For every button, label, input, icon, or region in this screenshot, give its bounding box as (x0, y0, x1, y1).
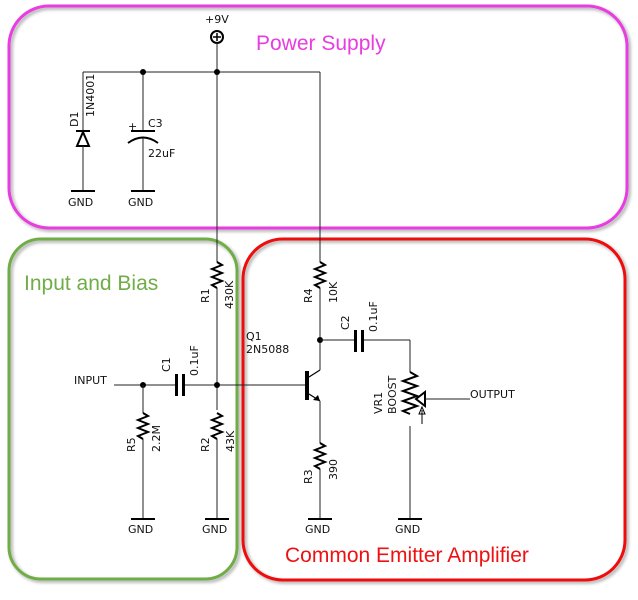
supply-label: +9V (205, 13, 229, 26)
resistor-r4-icon (312, 261, 328, 289)
power-supply-title: Power Supply (256, 32, 386, 55)
input-bias-title: Input and Bias (24, 272, 158, 295)
input-bias-box (7, 237, 239, 581)
q1-ref: Q1 (246, 330, 262, 343)
r2-ref: R2 (199, 437, 212, 452)
r4-value: 10K (327, 281, 340, 303)
capacitor-c2-plate (361, 330, 364, 352)
vr1-ref: VR1 (372, 392, 385, 414)
amplifier-title: Common Emitter Amplifier (285, 544, 529, 567)
r5-value: 2.2M (150, 425, 163, 452)
junction-dot (214, 382, 220, 388)
ground-label: GND (128, 196, 153, 209)
output-label: OUTPUT (470, 388, 515, 401)
r3-ref: R3 (302, 469, 315, 484)
adjust-arrow-icon (418, 405, 426, 424)
transistor-q1-icon (305, 369, 321, 402)
capacitor-c1-icon (175, 374, 178, 396)
r1-value: 430K (223, 280, 236, 309)
junction-dot (140, 69, 146, 75)
ground-label: GND (128, 523, 153, 536)
vr1-value: BOOST (386, 375, 399, 414)
wiper-arrow-icon (414, 389, 426, 409)
c3-ref: C3 (148, 117, 163, 130)
capacitor-c2-icon (354, 330, 357, 352)
diode-d1-icon (75, 129, 91, 190)
input-label: INPUT (74, 374, 107, 387)
power-rail-wires (82, 43, 321, 262)
r2-value: 43K (224, 430, 237, 452)
q1-value: 2N5088 (246, 343, 289, 356)
supply-terminal-icon (210, 30, 224, 44)
c2-value: 0.1uF (367, 301, 380, 332)
ground-label: GND (202, 523, 227, 536)
c1-ref: C1 (160, 357, 173, 372)
capacitor-c3-icon (127, 130, 159, 190)
ground-label: GND (395, 523, 420, 536)
junction-dot (214, 69, 220, 75)
c3-value: 22uF (148, 147, 175, 160)
amplifier-box (241, 237, 627, 582)
c3-polarity: + (128, 120, 137, 133)
potentiometer-vr1-icon (400, 371, 420, 415)
ground-label: GND (68, 196, 93, 209)
ground-label: GND (305, 523, 330, 536)
resistor-r2-icon (209, 412, 225, 440)
r1-ref: R1 (199, 288, 212, 303)
d1-value: 1N4001 (84, 74, 97, 117)
resistor-r3-icon (312, 442, 328, 470)
c2-ref: C2 (339, 315, 352, 330)
d1-ref: D1 (68, 112, 81, 127)
r5-ref: R5 (125, 437, 138, 452)
resistor-r5-icon (135, 412, 151, 440)
resistor-r1-icon (209, 261, 225, 289)
power-supply-box (7, 4, 629, 230)
r3-value: 390 (327, 459, 340, 480)
c1-value: 0.1uF (188, 345, 201, 376)
capacitor-c1-plate (182, 374, 185, 396)
r4-ref: R4 (302, 288, 315, 303)
